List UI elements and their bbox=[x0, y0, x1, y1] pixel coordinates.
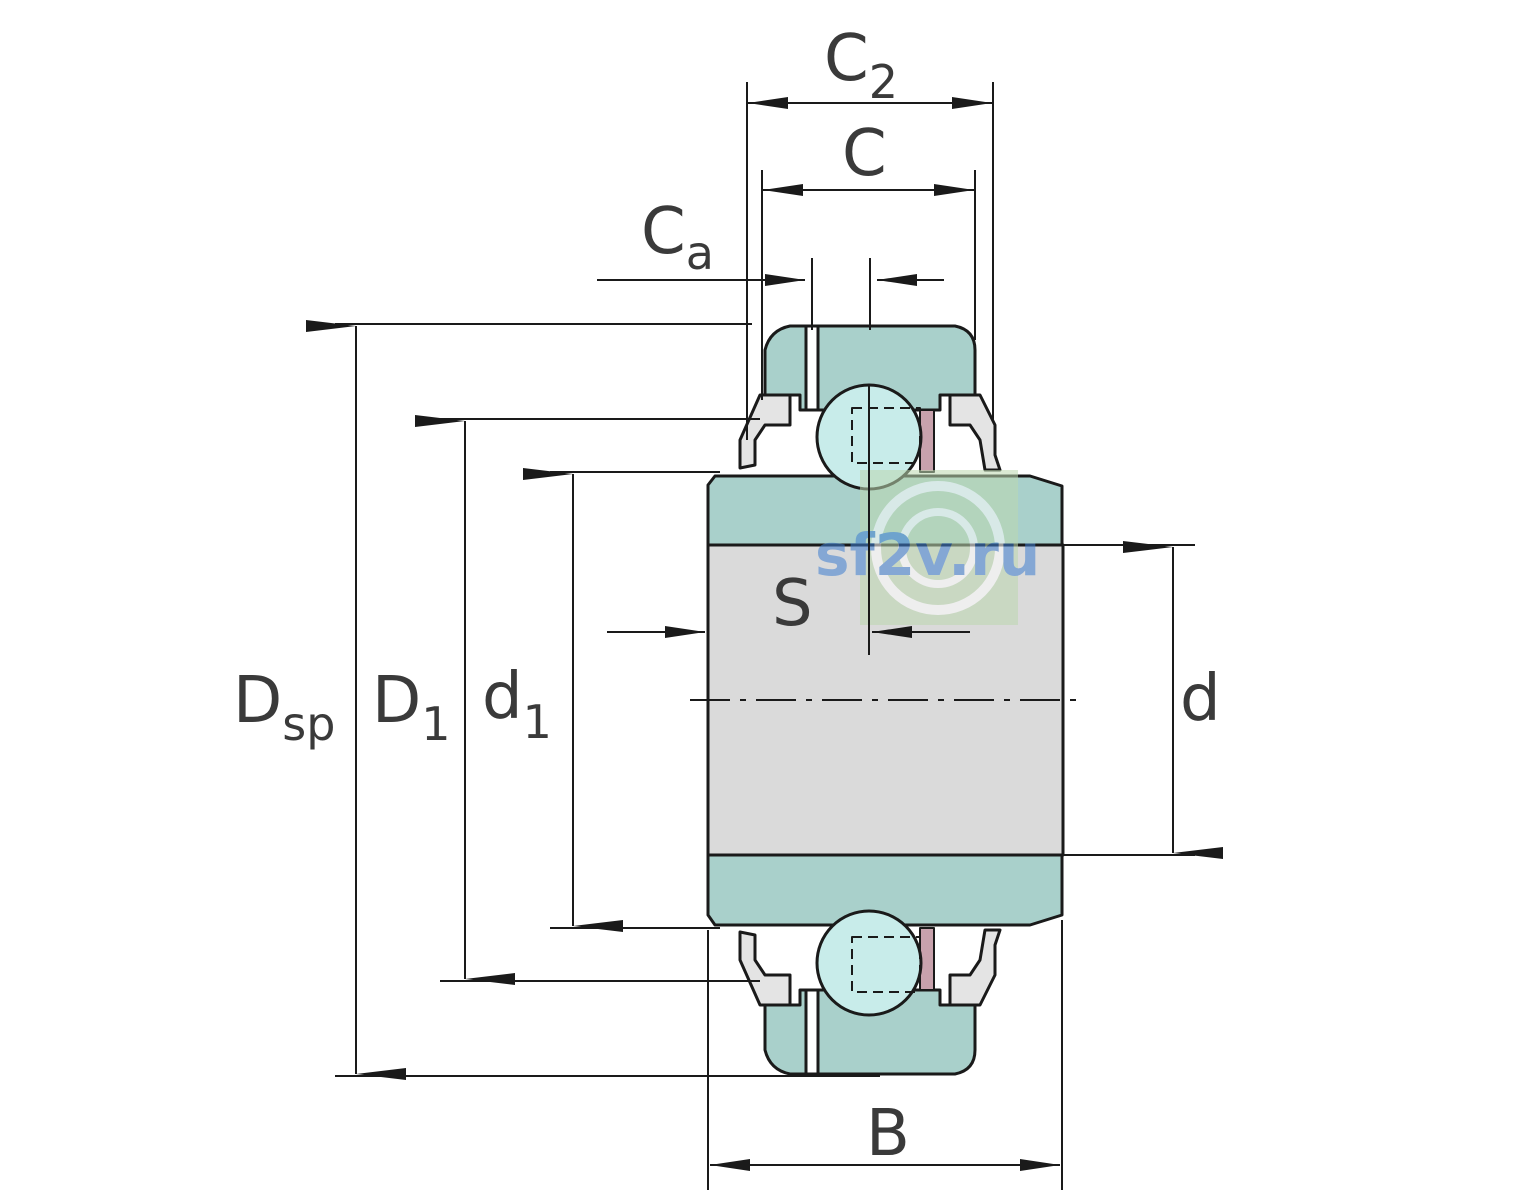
label-Dsp: Dsp bbox=[233, 664, 335, 751]
watermark-text: sf2v.ru bbox=[815, 521, 1040, 589]
label-C2: C2 bbox=[824, 22, 898, 109]
lube-hole-bottom bbox=[804, 988, 820, 1076]
watermark: sf2v.ru bbox=[815, 470, 1040, 625]
label-D1: D1 bbox=[372, 664, 451, 751]
dimension-labels: C2 C Ca S Dsp D1 d1 d B bbox=[233, 22, 1221, 1171]
dimension-lines bbox=[306, 97, 1223, 1171]
label-S: S bbox=[772, 567, 813, 641]
cage-bottom bbox=[851, 936, 921, 993]
seal-left-bottom bbox=[738, 930, 792, 1007]
ball-bottom bbox=[815, 909, 923, 1017]
label-d1: d1 bbox=[482, 660, 552, 749]
label-Ca: Ca bbox=[641, 195, 714, 280]
seal-right-bottom bbox=[948, 928, 1002, 1007]
label-C: C bbox=[842, 117, 887, 191]
label-d: d bbox=[1180, 662, 1221, 736]
seal-left-top bbox=[738, 393, 792, 470]
watermark-bearing-icon bbox=[871, 481, 1005, 615]
label-B: B bbox=[866, 1097, 910, 1171]
cage-top bbox=[851, 407, 921, 464]
lube-hole-top bbox=[804, 324, 820, 412]
watermark-box bbox=[860, 470, 1018, 625]
